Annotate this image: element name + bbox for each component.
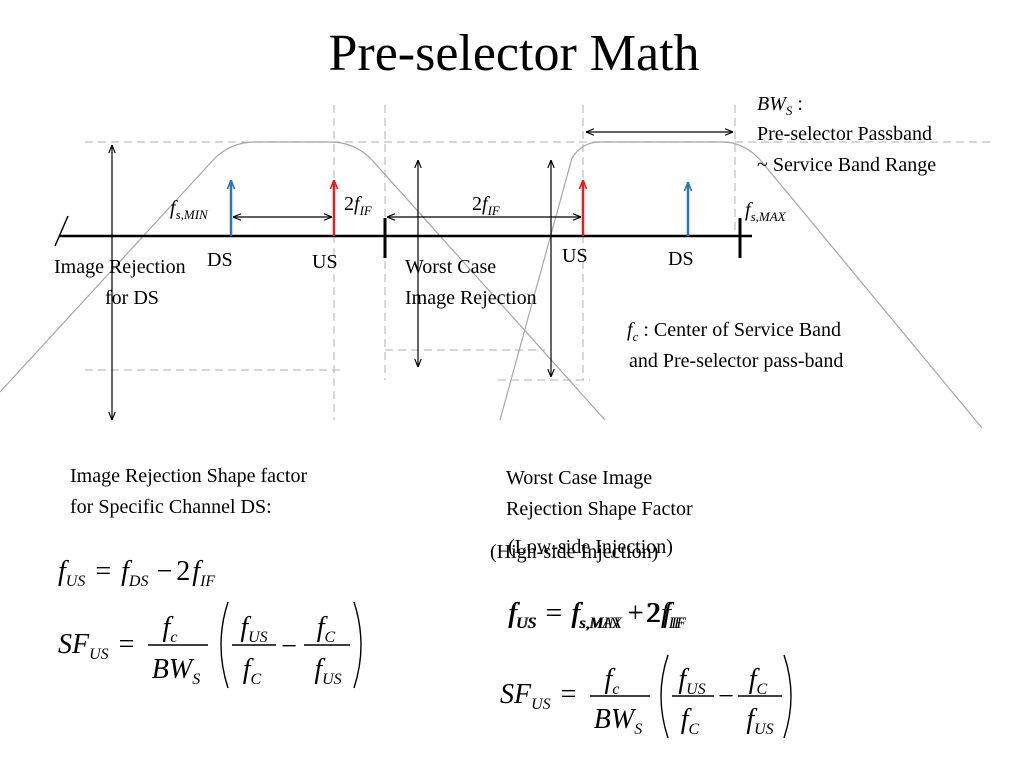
left-eq2-d2: fC [243,654,262,688]
right-heading-line1: Worst Case Image [506,467,652,489]
bw-label-line3: ~ Service Band Range [757,154,936,176]
right-eq2-lhs: SFUS= [500,679,576,713]
image-rejection-ds-line1: Image Rejection [54,256,186,278]
right-eq1-b: fUS=fs,MIN+2fIF [509,598,686,632]
left-heading-line2: for Specific Channel DS: [70,496,272,518]
two-fif-left-label: 2fIF [344,193,373,218]
fc-label-line1: fc : Center of Service Band [627,319,841,344]
left-eq2-n3: fC [317,612,336,646]
left-heading-line1: Image Rejection Shape factor [70,465,307,487]
left-eq2: SFUS= fc BWS fUS fC − fC fUS [58,601,362,689]
right-eq2-d1: BWS [594,704,642,738]
left-eq2-left-paren [220,601,229,689]
left-eq2-n1: fc [163,612,178,646]
left-eq2-d3: fUS [314,654,341,688]
fs-min-label: fs,MIN [170,197,209,222]
right-eq2-d3: fUS [746,704,773,738]
right-eq2-right-paren [783,654,792,739]
right-injection-overlap-a: (Low-side Injection) [508,536,673,558]
left-eq2-d1: BWS [152,654,200,688]
right-eq2: SFUS= fc BWS fUS fC − fC fUS [500,654,792,739]
bw-label-line2: Pre-selector Passband [757,123,932,145]
fs-max-label: fs,MAX [745,199,787,224]
dimension-arrows [112,132,733,420]
left-eq2-n2: fUS [240,612,267,646]
ds-left-label: DS [207,249,233,271]
left-eq2-right-paren [353,601,362,689]
filter-curve-right [499,141,983,429]
right-eq2-n2: fUS [678,664,705,698]
right-injection-overlap-b: (High-side Injection) [490,541,658,563]
right-eq2-n3: fC [749,664,768,698]
right-eq1-a: fUS=fs,MAX−2fIF [508,598,684,632]
worst-case-line1: Worst Case [405,256,496,278]
us-left-label: US [312,251,338,273]
fc-label-line2: and Pre-selector pass-band [629,350,843,372]
us-right-label: US [562,245,588,267]
image-rejection-ds-line2: for DS [105,287,159,309]
slide-title: Pre-selector Math [328,25,699,82]
right-eq2-d2: fC [681,704,700,738]
axis-break-mark [54,215,69,247]
frequency-axis [60,218,752,258]
ds-right-label: DS [668,248,694,270]
right-eq2-minus: − [718,681,734,712]
right-eq2-n1: fc [605,664,620,698]
right-heading-line2: Rejection Shape Factor [506,498,693,520]
right-eq2-left-paren [660,654,669,739]
filter-curve-left [0,141,606,421]
left-eq2-minus: − [281,631,297,662]
worst-case-line2: Image Rejection [405,287,537,309]
left-eq2-lhs: SFUS= [58,629,134,663]
bw-label: BWS : [757,93,803,118]
two-fif-right-label: 2fIF [472,193,501,218]
left-eq1: fUS=fDS−2fIF [58,556,215,590]
filter-curves [0,141,983,429]
